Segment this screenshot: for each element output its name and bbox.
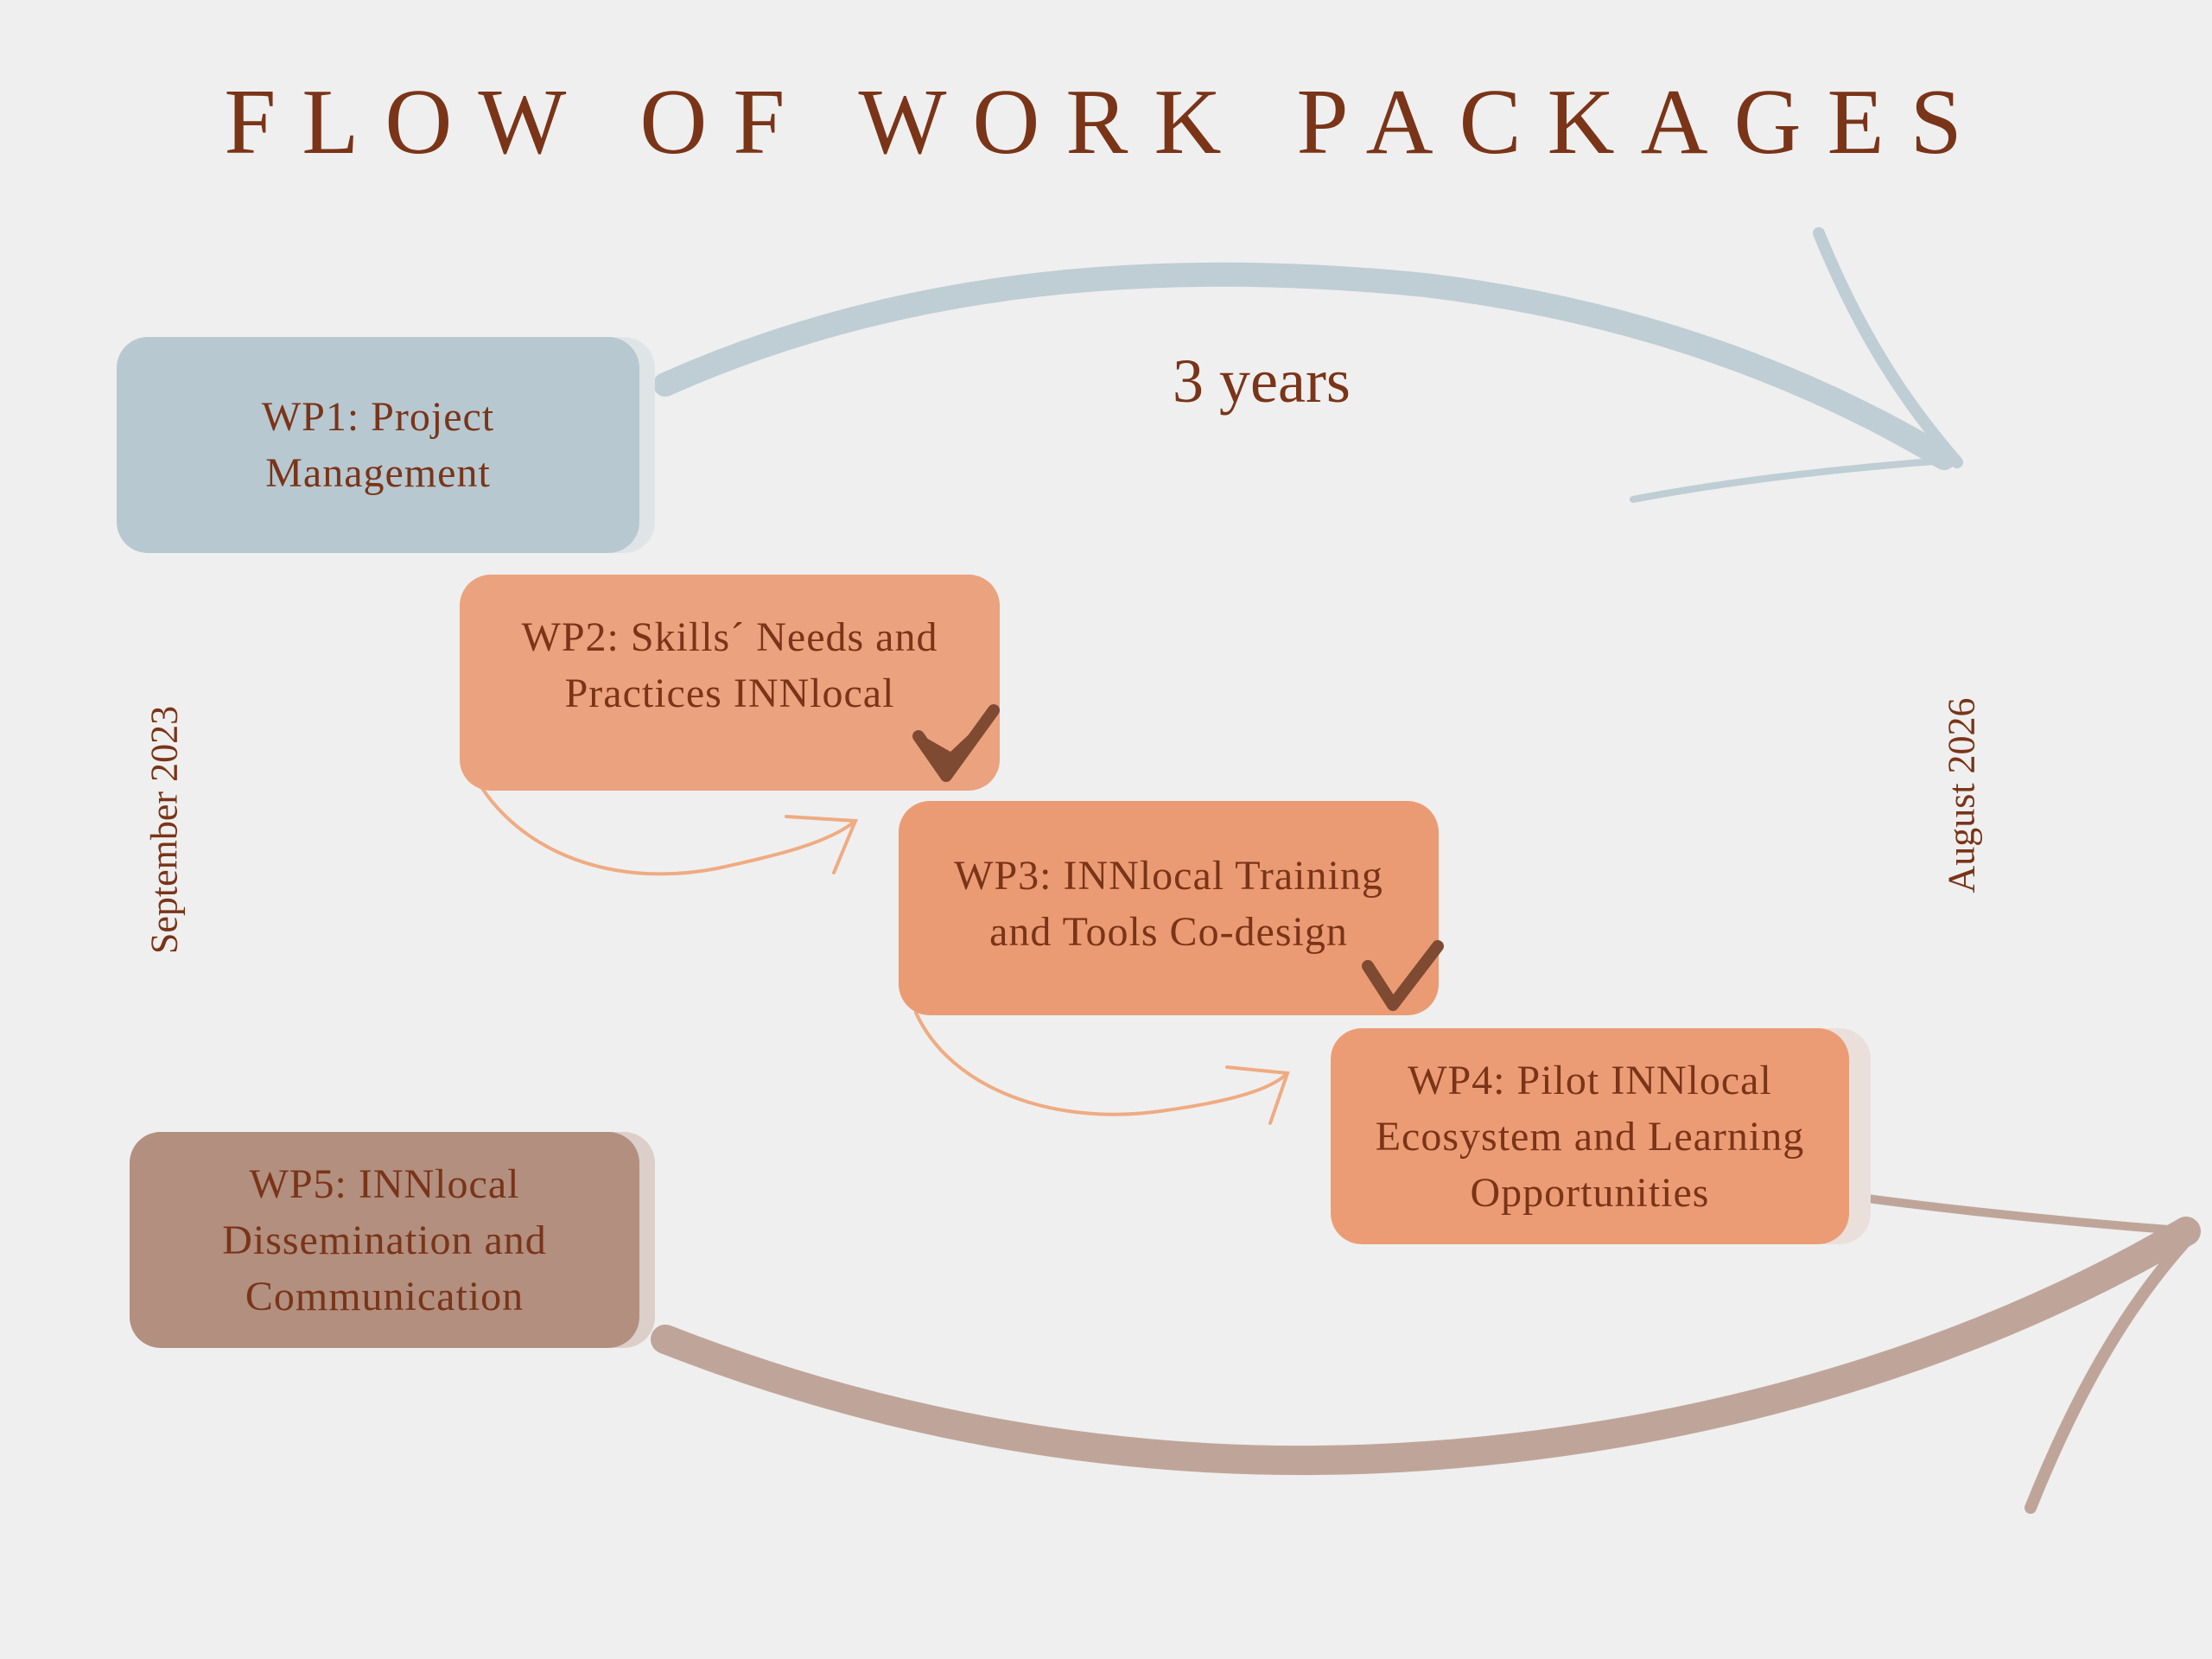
- wp3-box[interactable]: WP3: INNlocal Training and Tools Co-desi…: [899, 801, 1439, 1015]
- wp1-text: WP1: Project Management: [261, 394, 495, 496]
- connector-wp2-wp3: [469, 767, 858, 876]
- wp5-box[interactable]: WP5: INNlocal Dissemination and Communic…: [130, 1132, 639, 1348]
- diagram-title: FLOW OF WORK PACKAGES: [224, 71, 1988, 174]
- wp5-text: WP5: INNlocal Dissemination and Communic…: [222, 1160, 547, 1319]
- start-date-label: September 2023: [143, 705, 186, 955]
- connector-wp3-wp4: [914, 1011, 1290, 1125]
- wp1-box[interactable]: WP1: Project Management: [117, 337, 639, 553]
- wp2-box[interactable]: WP2: Skills´ Needs and Practices INNloca…: [460, 575, 1000, 791]
- wp3-text: WP3: INNlocal Training and Tools Co-desi…: [954, 853, 1383, 955]
- end-date-label: August 2026: [1940, 697, 1983, 893]
- duration-label: 3 years: [1173, 346, 1351, 416]
- wp4-text: WP4: Pilot INNlocal Ecosystem and Learni…: [1375, 1057, 1805, 1216]
- wp2-text: WP2: Skills´ Needs and Practices INNloca…: [521, 614, 938, 716]
- wp4-box[interactable]: WP4: Pilot INNlocal Ecosystem and Learni…: [1331, 1028, 1849, 1244]
- top-timeline-arrow: [653, 227, 1963, 503]
